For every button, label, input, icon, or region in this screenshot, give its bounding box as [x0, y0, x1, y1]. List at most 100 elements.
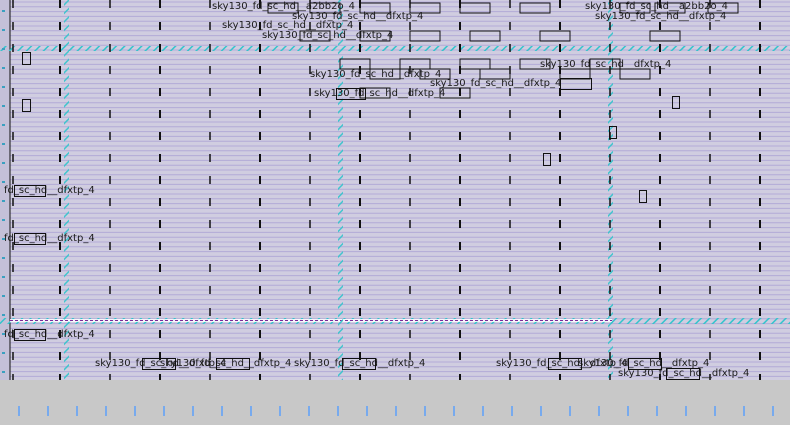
left-tick	[2, 219, 5, 221]
layout-geometry	[0, 0, 790, 380]
left-tick	[2, 371, 5, 373]
cell-label-dfxtp[interactable]: sky130_fd_sc_hd__dfxtp_4	[262, 30, 394, 41]
cell-label-bottom-6[interactable]: sky130_fd_sc_hd__dfxtp_4	[618, 368, 750, 379]
left-tick	[2, 257, 5, 259]
ruler-tick	[47, 406, 49, 416]
ruler-tick	[453, 406, 455, 416]
cell-pin-box	[519, 2, 551, 14]
ruler-tick	[18, 406, 20, 416]
via-marker	[639, 190, 647, 203]
cell-label-dfxtp[interactable]: sky130_fd_sc_hd__dfxtp_4	[540, 59, 672, 70]
left-tick	[2, 314, 5, 316]
via-marker	[609, 126, 617, 139]
ruler-tick	[192, 406, 194, 416]
cell-pin-box	[14, 233, 46, 245]
ruler-tick	[221, 406, 223, 416]
ruler-tick	[163, 406, 165, 416]
left-strip	[0, 0, 10, 380]
ruler-tick	[395, 406, 397, 416]
ruler-tick	[366, 406, 368, 416]
cell-label-a2bb2o-top[interactable]: sky130_fd_sc_hd__a2bb2o_4	[212, 1, 355, 12]
ruler-tick	[134, 406, 136, 416]
ruler-tick	[76, 406, 78, 416]
cell-label-dfxtp[interactable]: sky130_fd_sc_hd__dfxtp_4	[430, 78, 562, 89]
left-tick	[2, 181, 5, 183]
cell-label-dfxtp[interactable]: sky130_fd_sc_hd__dfxtp_4	[310, 69, 442, 80]
cell-pin-box	[142, 358, 176, 370]
cell-pin-box	[628, 358, 662, 370]
left-tick	[2, 105, 5, 107]
ruler-tick	[656, 406, 658, 416]
cell-pin-box	[336, 88, 366, 100]
cell-pin-box	[267, 2, 299, 14]
power-rail-top	[0, 46, 790, 51]
ruler-tick	[627, 406, 629, 416]
cell-pin-box	[589, 58, 621, 70]
cell-pin-box	[359, 30, 391, 42]
cell-label-a2bb2o-right[interactable]: sky130_fd_sc_hd__a2bb2o_4	[585, 1, 728, 12]
cell-pin-box	[519, 58, 551, 70]
layout-canvas[interactable]: sky130_fd_sc_hd__a2bb2o_4 sky130_fd_sc_h…	[0, 0, 790, 380]
power-strap	[338, 0, 343, 380]
cell-label-left-2[interactable]: fd_sc_hd__dfxtp_4	[4, 233, 95, 244]
left-tick	[2, 10, 5, 12]
power-strap	[608, 0, 613, 380]
cell-pin-box	[369, 68, 401, 80]
ruler-tick	[250, 406, 252, 416]
left-tick	[2, 48, 5, 50]
cell-pin-box	[359, 87, 391, 99]
ruler-tick	[569, 406, 571, 416]
cell-label-dfxtp[interactable]: sky130_fd_sc_hd__dfxtp_4	[314, 88, 446, 99]
ruler-tick	[482, 406, 484, 416]
left-tick	[2, 143, 5, 145]
cell-label-dfxtp[interactable]: sky130_fd_sc_hd__dfxtp_4	[292, 11, 424, 22]
via-marker	[672, 96, 680, 109]
cell-label-left-1[interactable]: fd_sc_hd__dfxtp_4	[4, 185, 95, 196]
left-tick	[2, 238, 5, 240]
left-tick	[2, 200, 5, 202]
left-tick	[2, 276, 5, 278]
cell-pin-box	[479, 68, 511, 80]
cell-pin-box	[14, 185, 46, 197]
ruler-tick	[279, 406, 281, 416]
ruler-tick	[598, 406, 600, 416]
ruler-tick	[337, 406, 339, 416]
left-tick	[2, 333, 5, 335]
ruler-tick	[772, 406, 774, 416]
ruler-tick	[105, 406, 107, 416]
ruler-tick	[743, 406, 745, 416]
ruler-tick	[424, 406, 426, 416]
left-tick	[2, 124, 5, 126]
cell-label-bottom-3[interactable]: sky130_fd_sc_hd__dfxtp_4	[294, 358, 426, 369]
cell-pin-box	[459, 58, 491, 70]
cell-pin-box	[619, 2, 651, 14]
cell-pin-box	[409, 30, 441, 42]
left-tick	[2, 352, 5, 354]
cell-pin-box	[666, 368, 700, 380]
ruler-tick	[511, 406, 513, 416]
cell-label-bottom-2[interactable]: sky130_fd_sc_hd__dfxtp_4	[160, 358, 292, 369]
left-tick	[2, 295, 5, 297]
cell-label-bottom-1[interactable]: sky130_fd_sc_hd__dfxtp_4	[95, 358, 227, 369]
cell-pin-box	[707, 2, 739, 14]
ruler-tick	[685, 406, 687, 416]
left-tick	[2, 29, 5, 31]
via-marker	[543, 153, 551, 166]
cell-pin-box	[560, 78, 592, 90]
cell-pin-box	[469, 30, 501, 42]
cell-pin-box	[419, 68, 451, 80]
cell-label-dfxtp[interactable]: sky130_fd_sc_hd__dfxtp_4	[595, 11, 727, 22]
ruler-tick	[540, 406, 542, 416]
cell-label-dfxtp[interactable]: sky130_fd_sc_hd__dfxtp_4	[222, 20, 354, 31]
via-marker	[22, 52, 31, 65]
left-tick	[2, 67, 5, 69]
ruler-tick	[714, 406, 716, 416]
power-strap	[64, 0, 69, 380]
bottom-ruler	[0, 380, 790, 425]
cell-label-left-3[interactable]: fd_sc_hd__dfxtp_4	[4, 329, 95, 340]
cell-pin-box	[309, 2, 341, 14]
cell-label-bottom-4[interactable]: sky130_fd_sc_hd__dfxtp_4	[496, 358, 628, 369]
cell-pin-box	[399, 58, 431, 70]
cell-pin-box	[342, 358, 376, 370]
cell-label-bottom-5[interactable]: sky130_fd_sc_hd__dfxtp_4	[578, 358, 710, 369]
